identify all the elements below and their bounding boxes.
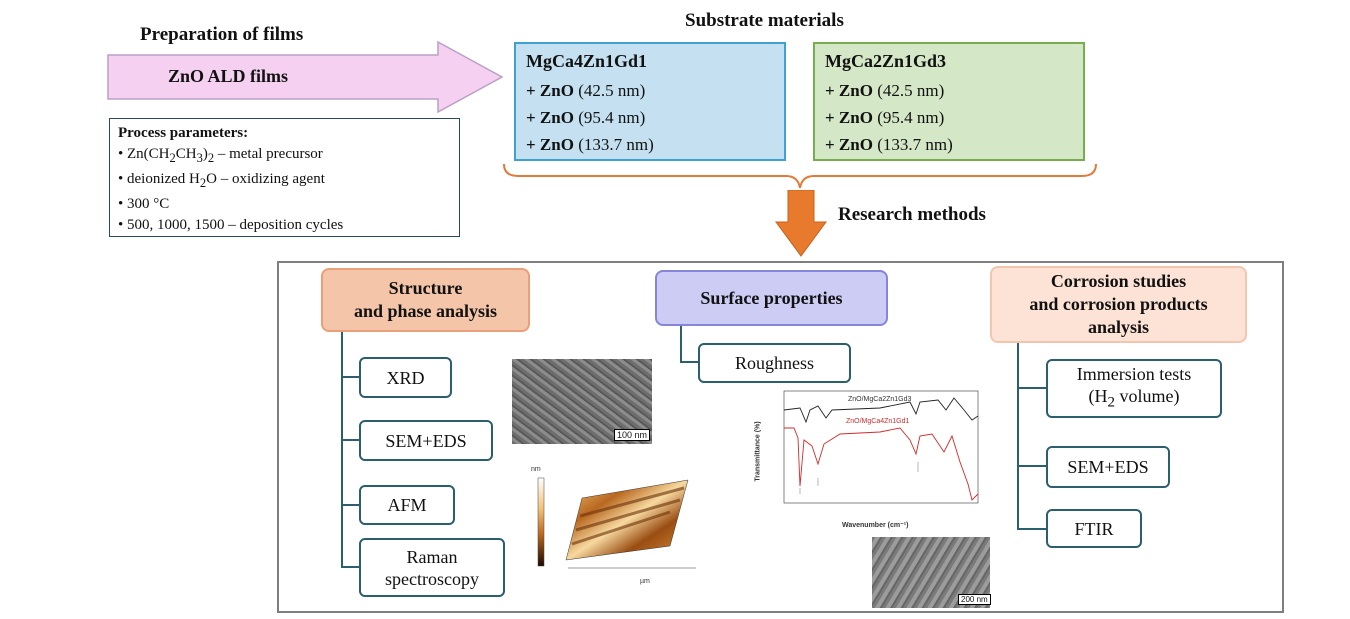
sem-image-2 [872,537,990,608]
connector-line [341,566,359,568]
connector-line [1017,343,1019,530]
process-parameters-heading: Process parameters: [118,125,249,141]
ftir-spectrum [783,390,979,504]
coating-row: + ZnO (133.7 nm) [825,135,953,154]
research-methods-title: Research methods [838,204,986,225]
connector-line [341,376,359,378]
method-ftir: FTIR [1046,509,1142,548]
afm-axis-unit: µm [640,578,650,585]
ftir-ylabel: Transmittance (%) [754,421,762,482]
ftir-series-1: ZnO/MgCa2Zn1Gd3 [848,396,912,403]
sem-image-2-scale: 200 nm [958,594,991,605]
research-frame [277,261,1284,613]
process-item: • 500, 1000, 1500 – deposition cycles [118,217,344,233]
preparation-title: Preparation of films [140,24,304,45]
process-item: • Zn(CH2CH3)2 – metal precursor [118,146,323,165]
surface-properties-box: Surface properties [655,270,888,326]
coating-row: + ZnO (95.4 nm) [825,108,945,127]
coating-row: + ZnO (133.7 nm) [526,135,654,154]
alloy-name: MgCa4Zn1Gd1 [526,51,648,71]
method-roughness: Roughness [698,343,851,383]
substrates-brace [503,163,1097,189]
method-xrd: XRD [359,357,452,398]
method-afm: AFM [359,485,455,525]
afm-colorbar-unit: nm [531,466,541,473]
ftir-series-2: ZnO/MgCa4Zn1Gd1 [846,418,910,425]
process-item: • 300 °C [118,196,170,212]
substrate-box-mgca2zn1gd3: MgCa2Zn1Gd3 + ZnO (42.5 nm) + ZnO (95.4 … [813,42,1085,161]
method-raman: Raman spectroscopy [359,538,505,597]
coating-row: + ZnO (95.4 nm) [526,108,646,127]
coating-row: + ZnO (42.5 nm) [526,81,646,100]
research-arrow [775,190,827,257]
connector-line [1017,528,1046,530]
alloy-name: MgCa2Zn1Gd3 [825,51,947,71]
connector-line [1017,465,1046,467]
coating-row: + ZnO (42.5 nm) [825,81,945,100]
method-immersion-tests: Immersion tests(H2 volume) [1046,359,1222,418]
afm-image [537,477,696,569]
zno-ald-films-label: ZnO ALD films [168,66,289,86]
connector-line [680,326,682,363]
connector-line [1017,387,1046,389]
preparation-arrow [107,40,504,114]
sem-image-1-scale: 100 nm [614,429,651,441]
substrates-title: Substrate materials [685,10,844,31]
connector-line [341,332,343,566]
process-item: • deionized H2O – oxidizing agent [118,171,325,190]
substrate-box-mgca4zn1gd1: MgCa4Zn1Gd1 + ZnO (42.5 nm) + ZnO (95.4 … [514,42,786,161]
process-parameters-box: Process parameters: • Zn(CH2CH3)2 – meta… [109,118,460,237]
ftir-xlabel: Wavenumber (cm⁻¹) [842,522,909,529]
method-sem-eds: SEM+EDS [359,420,493,461]
connector-line [341,504,359,506]
connector-line [341,439,359,441]
connector-line [680,361,698,363]
method-sem-eds-corrosion: SEM+EDS [1046,446,1170,488]
